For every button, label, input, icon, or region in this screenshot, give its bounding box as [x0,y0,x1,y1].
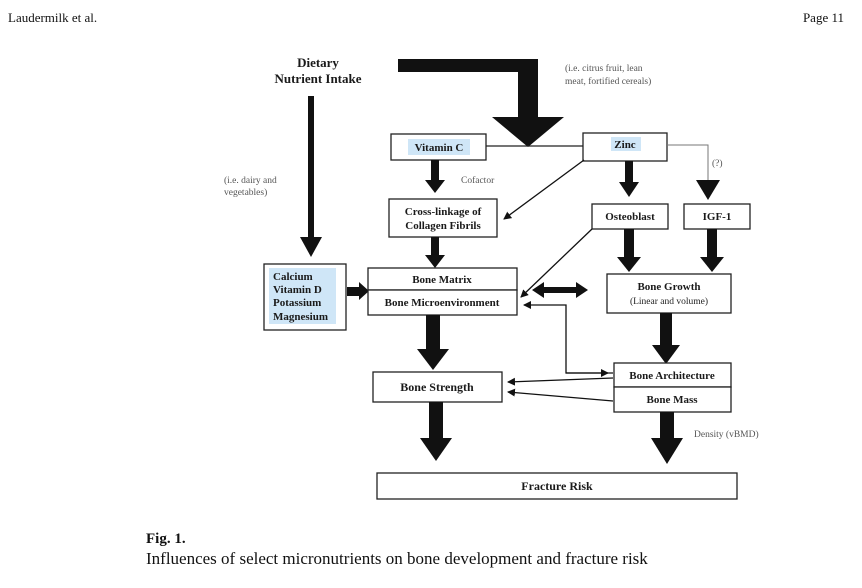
big-intake-arrow [398,59,564,147]
zinc-crosslink-arrow [503,159,585,220]
note-dairy-line1: (i.e. dairy and [224,175,277,186]
diagram-title-line2: Nutrient Intake [274,71,361,86]
vitc-crosslink-arrow [425,160,445,193]
dairy-arrow [300,96,322,257]
page-number: Page 11 [802,10,844,25]
crosslink-matrix-arrow [425,237,445,268]
node-zinc: Zinc [582,132,668,162]
note-cofactor: Cofactor [461,175,495,186]
node-crosslinkage: Cross-linkage of Collagen Fibrils [388,198,498,238]
mass-fracture-arrow [651,412,683,464]
zinc-igf1-line [667,144,709,182]
note-citrus-line1: (i.e. citrus fruit, lean [565,63,643,74]
architecture-strength-arrow [507,377,614,386]
mineral-potassium: Potassium [273,297,321,309]
igf1-growth-arrow [700,229,724,272]
bone-mass-label: Bone Mass [646,394,698,406]
igf1-label: IGF-1 [703,211,732,223]
mineral-calcium: Calcium [273,271,313,283]
bone-growth-sublabel: (Linear and volume) [630,296,708,307]
mass-strength-arrow [507,388,614,402]
node-osteoblast: Osteoblast [591,203,669,230]
crosslink-label-line2: Collagen Fibrils [405,220,481,232]
figure-caption-text: Influences of select micronutrients on b… [146,549,648,568]
zinc-igf1-arrowhead [696,180,720,200]
vitamin-c-label: Vitamin C [415,142,464,154]
bone-strength-label: Bone Strength [400,380,474,394]
growth-architecture-arrow [652,313,680,364]
bone-microenv-label: Bone Microenvironment [385,297,500,309]
diagram-title-line1: Dietary [297,55,339,70]
crosslink-label-line1: Cross-linkage of [405,206,482,218]
bone-growth-label: Bone Growth [637,281,700,293]
node-minerals: Calcium Vitamin D Potassium Magnesium [263,263,347,331]
matrix-strength-arrow [417,315,449,370]
figure-caption: Fig. 1. Influences of select micronutrie… [146,531,648,569]
matrix-growth-double-arrow [532,282,588,298]
node-bone-growth: Bone Growth (Linear and volume) [606,273,732,314]
minerals-matrix-arrow [347,282,369,300]
node-bone-strength: Bone Strength [372,371,503,403]
zinc-osteoblast-arrow [619,161,639,197]
osteoblast-label: Osteoblast [605,211,655,223]
bone-architecture-label: Bone Architecture [629,370,715,382]
node-bone-matrix: Bone Matrix Bone Microenvironment [367,267,518,316]
node-vitamin-c: Vitamin C [390,133,487,161]
bone-matrix-label: Bone Matrix [412,274,472,286]
osteoblast-microenv-arrow [520,228,593,298]
note-question: (?) [712,158,723,169]
note-citrus-line2: meat, fortified cereals) [565,76,651,87]
mineral-magnesium: Magnesium [273,311,328,323]
note-density: Density (vBMD) [694,429,759,440]
osteoblast-growth-arrow [617,229,641,272]
fracture-risk-label: Fracture Risk [521,479,593,493]
node-fracture-risk: Fracture Risk [376,472,738,500]
note-dairy-line2: vegetables) [224,187,267,198]
strength-fracture-arrow [420,402,452,461]
node-igf1: IGF-1 [683,203,751,230]
architecture-microenv-arrow [523,301,613,374]
node-bone-architecture: Bone Architecture Bone Mass [613,362,732,413]
figure-label: Fig. 1. [146,531,186,547]
running-header-author: Laudermilk et al. [8,10,98,25]
mineral-vitamin-d: Vitamin D [273,284,322,296]
zinc-label: Zinc [614,139,636,151]
